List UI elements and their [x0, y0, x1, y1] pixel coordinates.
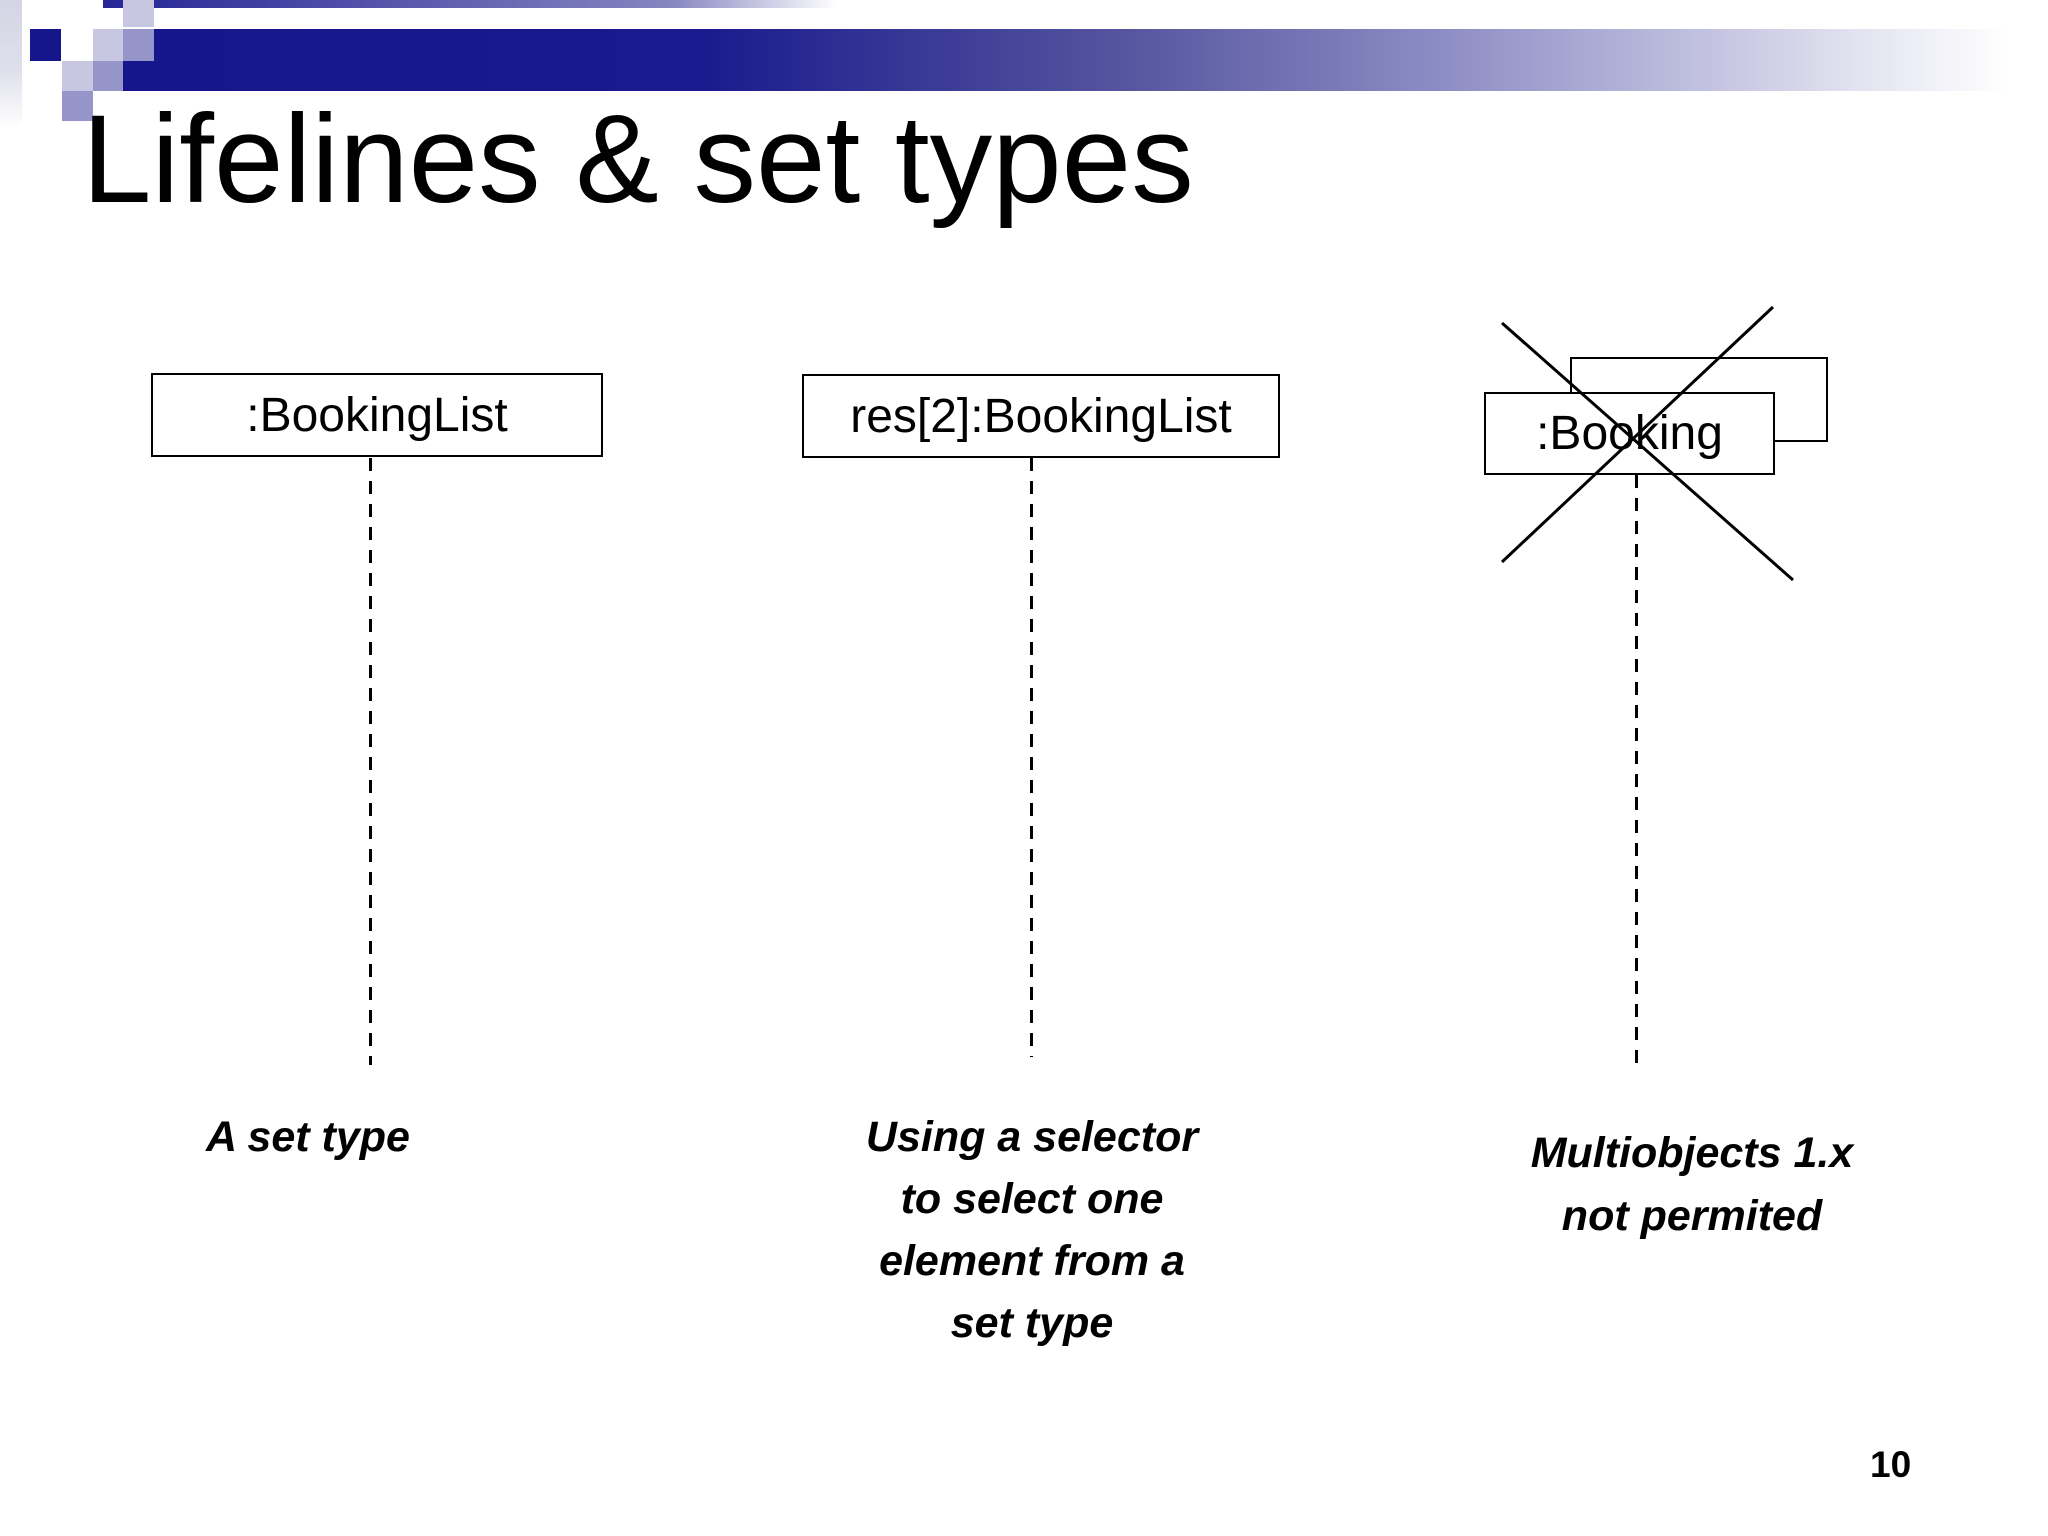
- top-thin-line: [103, 0, 860, 8]
- lifeline-box-label: res[2]:BookingList: [850, 389, 1232, 443]
- deco-square-medium-3: [62, 91, 93, 121]
- title-bar-gradient: [123, 29, 2048, 91]
- deco-square-medium-2: [93, 61, 123, 91]
- lifeline-dashed-line-3: [1635, 475, 1638, 1070]
- slide-title: Lifelines & set types: [82, 90, 1194, 229]
- lifeline-box-label: :Booking: [1536, 407, 1723, 460]
- deco-square-medium-1: [123, 29, 154, 61]
- deco-square-navy: [30, 29, 61, 61]
- caption-line: Multiobjects 1.x: [1530, 1129, 1854, 1177]
- deco-square-pale-top: [123, 0, 154, 27]
- caption-line: A set type: [206, 1113, 410, 1161]
- caption-multiobjects: Multiobjects 1.x not permited: [1442, 1122, 1942, 1248]
- cross-out-x-icon: [1500, 305, 1794, 582]
- lifeline-dashed-line-2: [1030, 458, 1033, 1057]
- deco-square-pale-2: [62, 61, 93, 91]
- corner-gradient-strip: [0, 0, 22, 128]
- x-stroke-backslash: [1501, 321, 1794, 582]
- caption-line: to select one: [900, 1175, 1164, 1223]
- deco-square-pale-1: [93, 29, 123, 61]
- lifeline-box-label: :BookingList: [246, 388, 508, 442]
- caption-selector: Using a selector to select one element f…: [782, 1106, 1282, 1354]
- caption-line: set type: [950, 1299, 1114, 1347]
- x-stroke-slash: [1500, 305, 1775, 564]
- lifeline-box-bookinglist: :BookingList: [151, 373, 603, 457]
- caption-line: element from a: [879, 1237, 1185, 1285]
- page-number: 10: [1870, 1444, 1912, 1485]
- caption-set-type: A set type: [58, 1106, 558, 1168]
- caption-line: Using a selector: [865, 1113, 1199, 1161]
- lifeline-dashed-line-1: [369, 458, 372, 1065]
- lifeline-box-booking: :Booking: [1484, 392, 1775, 475]
- lifeline-box-res2-bookinglist: res[2]:BookingList: [802, 374, 1280, 458]
- caption-line: not permited: [1561, 1192, 1823, 1240]
